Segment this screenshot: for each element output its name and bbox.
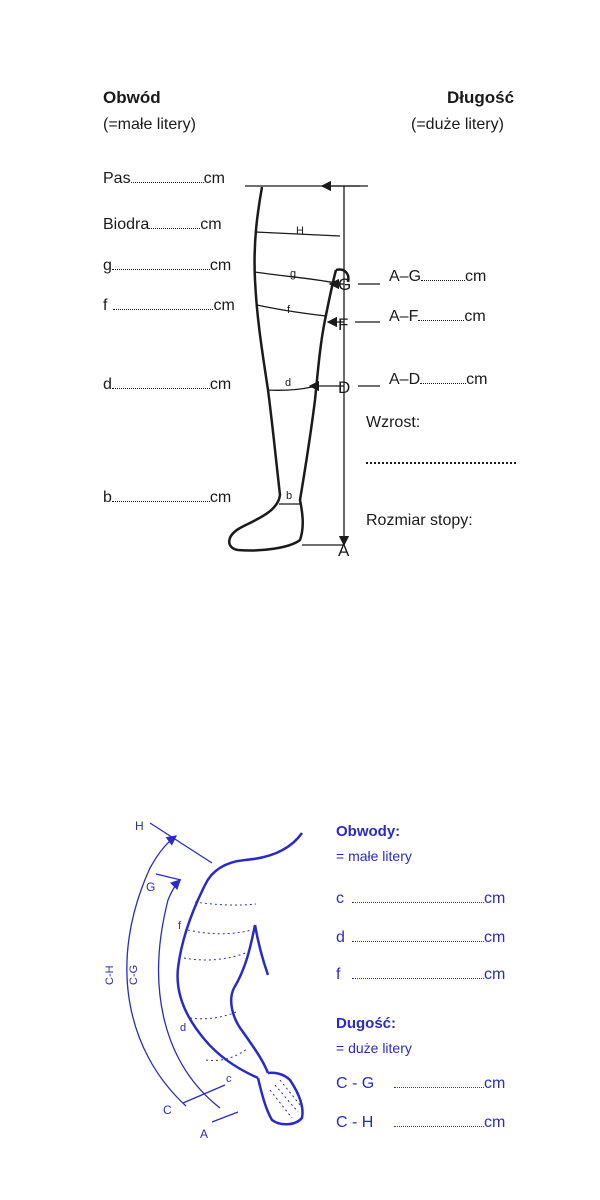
leg-circumference-title: Obwód [103, 88, 161, 107]
leg-input-line[interactable] [111, 387, 210, 389]
arm-measure-arcs [126, 822, 239, 1123]
leg-letter-H: H [296, 225, 304, 237]
leg-height-input-line[interactable] [366, 462, 516, 464]
arm-label-c-h: C-H [104, 965, 116, 985]
arm-row-label: c [336, 890, 344, 907]
leg-foot-size-label: Rozmiar stopy: [366, 512, 473, 529]
leg-letter-f: f [287, 304, 291, 316]
arm-circumference-subtitle: = małe litery [336, 848, 412, 864]
leg-length-subtitle: (=duże litery) [411, 116, 504, 133]
leg-diagram: H g f d b G F D A [228, 180, 380, 560]
leg-row-d: d cm [103, 376, 231, 394]
leg-row-g: g cm [103, 257, 231, 275]
leg-input-line[interactable] [130, 181, 204, 183]
leg-row-label: A–G [389, 268, 422, 285]
leg-row-unit: cm [200, 216, 222, 233]
leg-row-unit: cm [465, 268, 487, 285]
leg-letter-F: F [338, 315, 348, 334]
leg-row-unit: cm [209, 489, 232, 506]
arm-letter-G: G [146, 880, 155, 894]
leg-row-a-f: A–F cm [389, 308, 486, 326]
leg-input-line[interactable] [149, 227, 201, 229]
arm-row-unit: cm [484, 1075, 506, 1092]
leg-input-line[interactable] [111, 500, 210, 502]
arm-letter-A: A [200, 1127, 208, 1141]
leg-row-label: f [103, 297, 108, 314]
arm-letter-d: d [180, 1022, 186, 1034]
leg-row-unit: cm [464, 308, 486, 325]
leg-row-unit: cm [213, 297, 235, 314]
leg-input-line[interactable] [418, 319, 465, 321]
arm-outline [176, 832, 304, 1126]
leg-row-a-g: A–G cm [389, 268, 486, 286]
arm-input-line[interactable] [352, 977, 484, 979]
leg-measure-lines [245, 180, 380, 547]
leg-row-biodra: Biodra cm [103, 216, 222, 234]
leg-letter-D: D [338, 378, 350, 397]
arm-row-c-h: C - H cm [336, 1114, 505, 1132]
leg-letter-d: d [285, 377, 291, 389]
leg-row-label: g [103, 257, 112, 274]
arm-row-c: c cm [336, 890, 505, 908]
leg-row-label: A–D [389, 371, 421, 388]
arm-row-d: d cm [336, 929, 505, 947]
arm-letter-c: c [226, 1073, 232, 1085]
arm-input-line[interactable] [394, 1125, 484, 1127]
leg-letter-A: A [338, 541, 350, 560]
leg-row-b: b cm [103, 489, 231, 507]
leg-letter-g: g [290, 268, 296, 280]
leg-input-line[interactable] [113, 308, 214, 310]
leg-row-unit: cm [466, 371, 488, 388]
leg-row-f: f cm [103, 297, 235, 315]
arm-row-label: C - H [336, 1114, 374, 1131]
arm-letter-C: C [163, 1103, 172, 1117]
leg-letter-G: G [338, 275, 351, 294]
arm-row-unit: cm [484, 929, 506, 946]
arm-row-c-g: C - G cm [336, 1075, 505, 1093]
leg-length-title: Długość [447, 88, 515, 107]
arm-row-f: f cm [336, 966, 505, 984]
arm-letter-f: f [178, 920, 182, 932]
leg-input-line[interactable] [111, 268, 210, 270]
arm-label-c-g: C-G [128, 965, 140, 985]
leg-circumference-subtitle: (=małe litery) [103, 116, 196, 133]
arm-letter-H: H [135, 819, 144, 833]
arm-row-unit: cm [484, 1114, 506, 1131]
arm-row-label: C - G [336, 1075, 375, 1092]
arm-row-label: f [336, 966, 341, 983]
arm-length-title: Dugość: [336, 1015, 396, 1032]
leg-row-label: d [103, 376, 112, 393]
arm-row-label: d [336, 929, 345, 946]
leg-height-label: Wzrost: [366, 414, 421, 431]
leg-input-line[interactable] [421, 279, 466, 281]
arm-length-subtitle: = duże litery [336, 1040, 412, 1056]
leg-row-unit: cm [203, 170, 225, 187]
leg-row-label: Pas [103, 170, 131, 187]
arm-input-line[interactable] [394, 1086, 484, 1088]
leg-row-unit: cm [209, 376, 232, 393]
arm-input-line[interactable] [352, 901, 484, 903]
leg-row-pas: Pas cm [103, 170, 225, 188]
arm-row-unit: cm [484, 890, 506, 907]
arm-row-unit: cm [484, 966, 506, 983]
arm-input-line[interactable] [352, 940, 484, 942]
leg-input-line[interactable] [420, 382, 467, 384]
leg-row-label: A–F [389, 308, 419, 325]
leg-row-label: Biodra [103, 216, 150, 233]
arm-circumference-title: Obwody: [336, 823, 401, 840]
leg-letter-b: b [286, 490, 292, 502]
leg-row-a-d: A–D cm [389, 371, 487, 389]
leg-row-unit: cm [209, 257, 232, 274]
arm-measure-dashed [183, 901, 301, 1119]
leg-row-label: b [103, 489, 112, 506]
